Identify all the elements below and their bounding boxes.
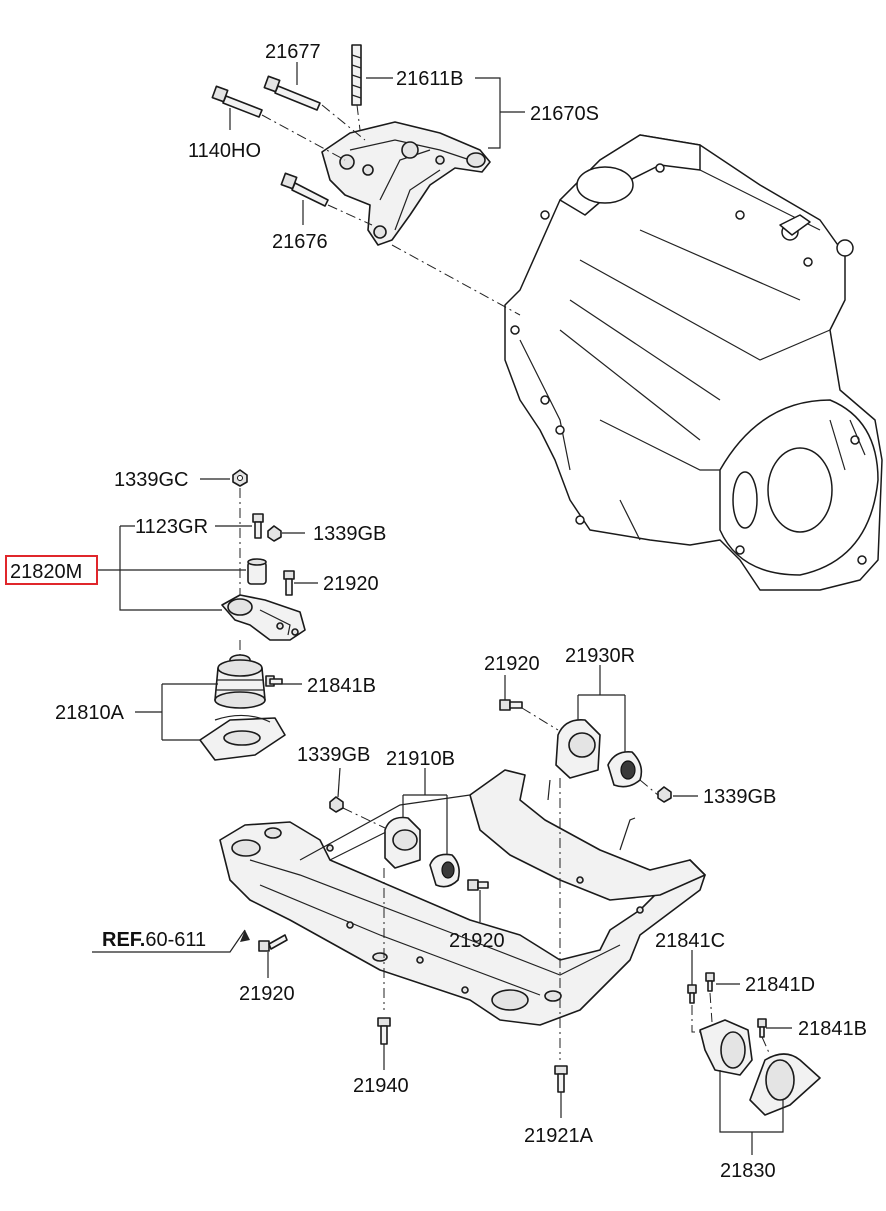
- bolt-21940: [377, 1017, 391, 1045]
- bolt-21921a: [554, 1065, 568, 1093]
- label-ref-prefix: REF.: [102, 929, 145, 951]
- label-21921a: 21921A: [524, 1125, 594, 1147]
- label-21611b: 21611B: [396, 68, 463, 90]
- label-21670s: 21670S: [530, 103, 599, 125]
- label-1339gb-right: 1339GB: [703, 786, 776, 808]
- label-21920-right: 21920: [484, 653, 540, 675]
- engine-mount-bracket-21670s: [321, 121, 491, 246]
- bolt-21841b-lower: [757, 1018, 767, 1038]
- rear-mount-21830: [699, 1019, 821, 1116]
- bolt-21677: [263, 75, 321, 111]
- bolt-21841d: [705, 972, 715, 992]
- bolt-21920-upper: [283, 570, 295, 596]
- label-1339gb-left: 1339GB: [297, 744, 370, 766]
- label-21920-lower: 21920: [239, 983, 295, 1005]
- label-21841b-lower: 21841B: [798, 1018, 867, 1040]
- bolt-1140ho: [211, 85, 263, 118]
- label-21920-mid: 21920: [449, 930, 505, 952]
- label-21910b: 21910B: [386, 748, 455, 770]
- bolt-21676: [280, 172, 329, 207]
- bolt-21841c: [687, 984, 697, 1004]
- label-21841b-upper: 21841B: [307, 675, 376, 697]
- label-1339gc: 1339GC: [114, 469, 189, 491]
- label-21820m[interactable]: 21820M: [10, 561, 82, 583]
- label-ref-60-611: REF.60-611: [102, 929, 206, 951]
- nut-1339gb-right: [657, 786, 672, 803]
- stud-21611b: [351, 44, 362, 106]
- label-21841d: 21841D: [745, 974, 815, 996]
- bolt-21920-mid: [467, 879, 489, 891]
- leader-lines: [92, 62, 792, 1155]
- label-21930r: 21930R: [565, 645, 635, 667]
- bushing-21820m-spacer: [247, 558, 267, 585]
- front-subframe: [219, 769, 706, 1026]
- label-21920-upper: 21920: [323, 573, 379, 595]
- label-1123gr: 1123GR: [135, 516, 208, 538]
- label-21676: 21676: [272, 231, 328, 253]
- label-1339gb-upper: 1339GB: [313, 523, 386, 545]
- bolt-21841b-upper: [265, 675, 283, 687]
- engine-block: [504, 134, 883, 591]
- mount-21930r: [555, 718, 643, 788]
- label-21940: 21940: [353, 1075, 409, 1097]
- label-ref-number: 60-611: [145, 929, 206, 951]
- bolt-21920-right: [499, 699, 523, 711]
- bolt-21920-lower: [258, 934, 288, 952]
- nut-1339gb-upper: [267, 525, 282, 542]
- nut-1339gc: [232, 469, 248, 487]
- label-21841c: 21841C: [655, 930, 725, 952]
- bracket-21820m: [221, 594, 306, 641]
- label-21677: 21677: [265, 41, 321, 63]
- nut-1339gb-left: [329, 796, 344, 813]
- mount-21910b: [384, 816, 460, 888]
- transaxle-mount-21810a: [199, 654, 286, 761]
- label-21830: 21830: [720, 1160, 776, 1182]
- label-1140ho: 1140HO: [188, 140, 261, 162]
- bolt-1123gr: [252, 513, 264, 539]
- highlight-box-21820m: [5, 555, 98, 585]
- label-21810a: 21810A: [55, 702, 125, 724]
